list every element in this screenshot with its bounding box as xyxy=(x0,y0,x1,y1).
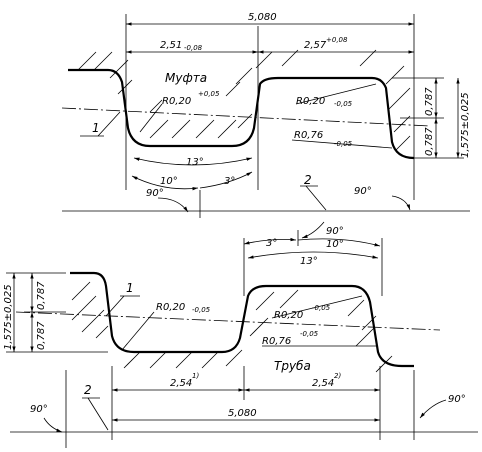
coupling-angle-left: 10° xyxy=(160,176,178,187)
coupling-half-height-lower: 0,787 xyxy=(424,127,435,156)
coupling-angle-90-right: 90° xyxy=(354,186,372,197)
pipe-angle-90-right: 90° xyxy=(448,394,466,405)
pipe-profile-line xyxy=(70,271,414,368)
pipe-hatch-left xyxy=(71,281,109,339)
coupling-angle-total: 13° xyxy=(186,157,204,168)
pipe-half-height-upper: 0,787 xyxy=(36,281,47,310)
pipe-total-pitch: 5,080 xyxy=(228,408,257,419)
coupling-hatch-left xyxy=(77,51,133,95)
pipe-angle-90-top: 90° xyxy=(326,226,344,237)
pipe-pitch-line-marker: 1 xyxy=(126,281,134,295)
coupling-left-width: 2,51 xyxy=(160,40,182,51)
coupling-crest-radius-tol: -0,05 xyxy=(334,100,353,108)
coupling-corner-radius-tol: -0,05 xyxy=(334,140,353,148)
coupling-hatch-tooth xyxy=(149,67,253,139)
pipe-angle-right: 10° xyxy=(326,239,344,250)
coupling-half-height-upper: 0,787 xyxy=(424,87,435,116)
coupling-profile-line xyxy=(68,68,415,160)
pipe-root-radius-tol: -0,05 xyxy=(192,306,211,314)
coupling-right-width-tol: +0,08 xyxy=(326,36,348,44)
coupling-label: Муфта xyxy=(165,71,207,85)
coupling-root-radius: R0,20 xyxy=(162,96,191,107)
coupling-left-width-tol: -0,08 xyxy=(184,44,203,52)
coupling-angle-90-left: 90° xyxy=(146,188,164,199)
coupling-corner-radius: R0,76 xyxy=(294,130,323,141)
pipe-right-width-note: 2) xyxy=(334,372,341,380)
coupling-hatch-right xyxy=(255,49,411,151)
coupling-angle-right: 3° xyxy=(224,176,235,187)
coupling-pitch-line xyxy=(61,107,431,127)
coupling-root-radius-tol: +0,05 xyxy=(198,90,220,98)
pipe-label: Труба xyxy=(274,359,311,373)
pipe-corner-radius: R0,76 xyxy=(262,336,291,347)
pipe-right-width: 2,54 xyxy=(312,378,334,389)
coupling-axis-marker: 2 xyxy=(304,173,312,187)
pipe-crest-radius: R0,20 xyxy=(274,310,303,321)
coupling-pitch-line-marker: 1 xyxy=(92,121,100,135)
pipe-hatch-bottom xyxy=(123,349,393,373)
coupling-total-height: 1,575±0,025 xyxy=(460,92,471,158)
pipe-corner-radius-tol: -0,05 xyxy=(300,330,319,338)
pipe-left-width-note: 1) xyxy=(192,372,199,380)
pipe-total-height: 1,575±0,025 xyxy=(3,284,14,350)
pipe-view: 3° 10° 13° 90° Труба R0,20 -0,05 R0,20 -… xyxy=(3,221,478,448)
coupling-right-width: 2,57 xyxy=(304,40,327,51)
pipe-axis-marker: 2 xyxy=(84,383,92,397)
pipe-angle-left: 3° xyxy=(266,238,277,249)
pipe-pitch-line xyxy=(15,311,441,331)
coupling-total-pitch: 5,080 xyxy=(248,12,277,23)
pipe-root-radius: R0,20 xyxy=(156,302,185,313)
pipe-angle-90-left: 90° xyxy=(30,404,48,415)
coupling-view: 5,080 2,51 -0,08 2,57 +0,08 Муфта R0,20 … xyxy=(61,12,471,218)
pipe-left-width: 2,54 xyxy=(170,378,192,389)
pipe-angle-total: 13° xyxy=(300,256,318,267)
coupling-crest-radius: R0,20 xyxy=(296,96,325,107)
pipe-half-height-lower: 0,787 xyxy=(36,321,47,350)
pipe-crest-radius-tol: -0,05 xyxy=(312,304,331,312)
